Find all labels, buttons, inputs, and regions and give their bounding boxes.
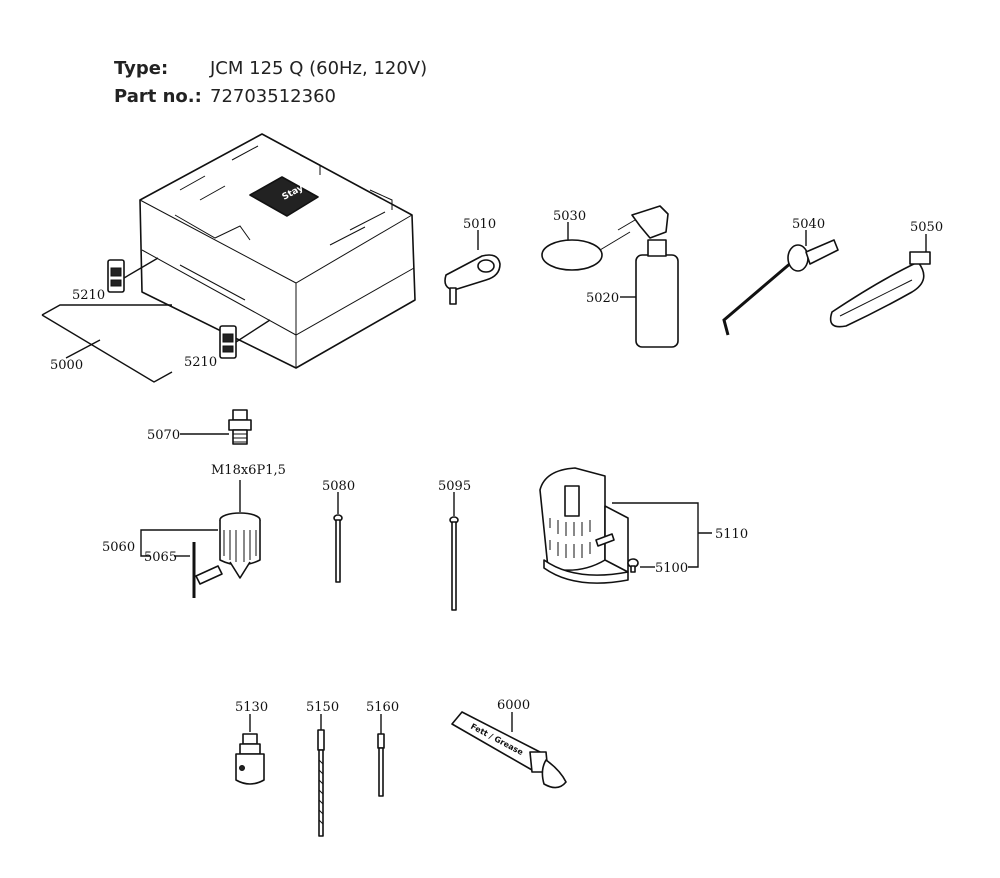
part-number-value: 72703512360: [210, 86, 336, 107]
type-row: Type: JCM 125 Q (60Hz, 120V): [114, 58, 427, 79]
pilot-pin-5080-drawing: [333, 514, 343, 583]
pin-5160-drawing: [377, 733, 385, 797]
case-latch-right-drawing: [219, 325, 237, 359]
strap-drawing: [829, 251, 931, 328]
pin-5150-drawing: [317, 729, 325, 837]
part-number-label: Part no.:: [114, 86, 202, 107]
callout-5210-left: 5210: [72, 288, 105, 303]
callout-5010: 5010: [463, 217, 496, 232]
callout-5100: 5100: [655, 561, 688, 576]
adapter-arbor-drawing: [228, 409, 252, 445]
callout-5095: 5095: [438, 479, 471, 494]
type-value: JCM 125 Q (60Hz, 120V): [210, 58, 428, 79]
callout-5110: 5110: [715, 527, 748, 542]
chuck-key-drawing: [192, 542, 223, 598]
spray-bottle-drawing: [617, 205, 679, 348]
callout-5130: 5130: [235, 700, 268, 715]
callout-5080: 5080: [322, 479, 355, 494]
thread-spec-label: M18x6P1,5: [211, 463, 286, 478]
case-latch-left-drawing: [107, 259, 125, 293]
bracket-5060: [140, 529, 218, 557]
bracket-5110: [612, 502, 712, 568]
ejector-pin-drawing: [722, 239, 839, 336]
callout-5000: 5000: [50, 358, 83, 373]
callout-5210-right: 5210: [184, 355, 217, 370]
callout-5150: 5150: [306, 700, 339, 715]
callout-5030: 5030: [553, 209, 586, 224]
carrying-case-drawing: Stayer: [139, 133, 416, 369]
grease-tube-drawing: Fett / Grease: [451, 711, 567, 789]
screw-drawing: [627, 558, 639, 573]
leader-5210-left: [123, 257, 159, 279]
callout-5050: 5050: [910, 220, 943, 235]
type-label: Type:: [114, 58, 169, 79]
leader-5000: [65, 339, 101, 359]
callout-5160: 5160: [366, 700, 399, 715]
callout-5020: 5020: [586, 291, 619, 306]
ring-wrench-drawing: [444, 254, 501, 305]
bracket-5000: [41, 304, 173, 383]
chip-guard-drawing: [539, 467, 629, 584]
adapter-5130-drawing: [235, 733, 265, 785]
callout-5070: 5070: [147, 428, 180, 443]
spray-hose-drawing: [541, 231, 631, 271]
leader-5210-right: [235, 319, 271, 343]
pilot-pin-5095-drawing: [449, 516, 459, 611]
callout-5040: 5040: [792, 217, 825, 232]
part-number-row: Part no.: 72703512360: [114, 86, 336, 107]
callout-6000: 6000: [497, 698, 530, 713]
drill-chuck-drawing: [219, 512, 261, 579]
callout-5060: 5060: [102, 540, 135, 555]
callout-5065: 5065: [144, 550, 177, 565]
